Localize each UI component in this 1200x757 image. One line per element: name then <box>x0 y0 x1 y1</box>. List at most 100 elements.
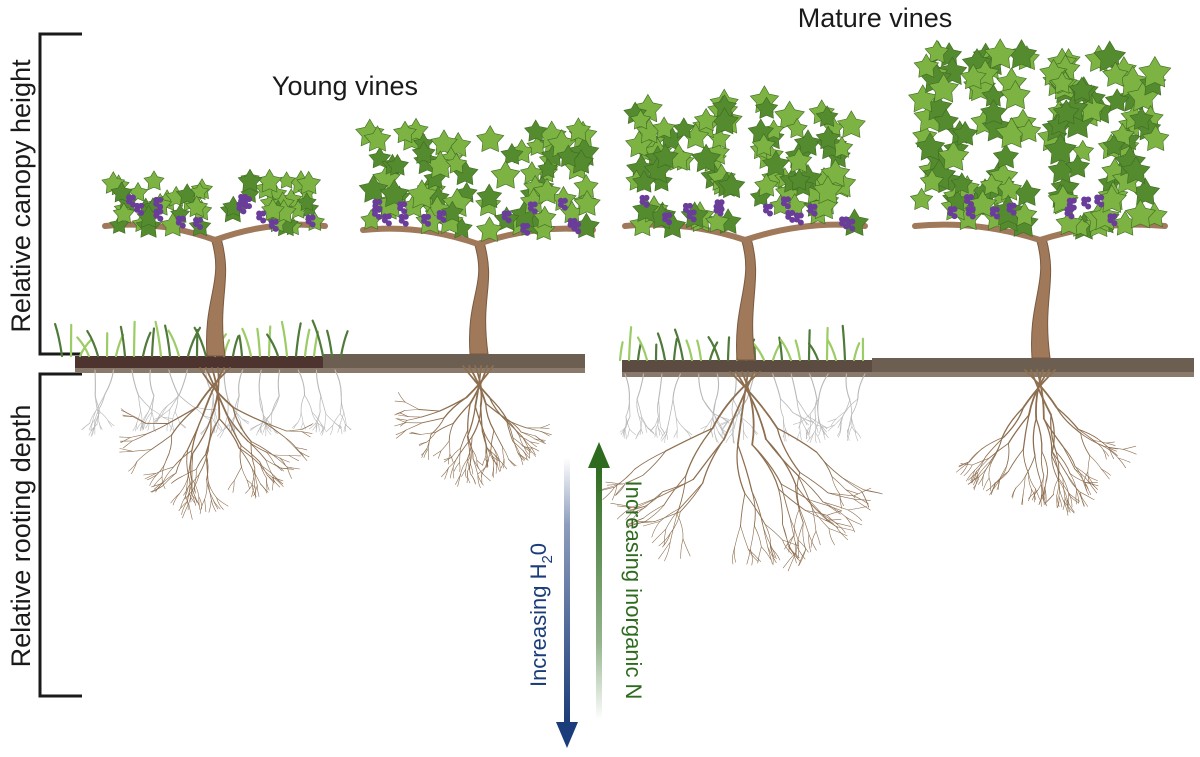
root-branch <box>530 446 540 452</box>
root-branch <box>797 539 809 553</box>
root-branch <box>1055 406 1079 430</box>
root-branch <box>660 431 667 440</box>
root-branch <box>958 461 970 468</box>
root-branch <box>776 427 801 474</box>
grape-berry <box>309 214 316 221</box>
root-branch <box>1093 440 1104 451</box>
root-branch <box>311 412 321 424</box>
root-branch <box>94 409 99 420</box>
root-branch <box>286 466 292 479</box>
root-branch <box>297 411 302 423</box>
grass-blade <box>707 336 721 362</box>
root-branch <box>1032 417 1037 457</box>
grape-berry <box>686 209 693 216</box>
root-branch <box>602 486 615 500</box>
root-branch <box>853 487 872 497</box>
grape-berry <box>951 206 958 213</box>
root-branch <box>624 373 630 401</box>
root-branch <box>676 513 684 540</box>
vine-leaf <box>490 160 521 189</box>
root-branch <box>159 405 168 415</box>
root-branch <box>524 447 529 455</box>
vine-leaf <box>1104 88 1130 112</box>
root-branch <box>204 499 207 512</box>
root-branch <box>418 409 441 412</box>
root-branch <box>238 369 244 397</box>
root-branch <box>702 438 725 484</box>
root-branch <box>339 412 345 425</box>
root-branch <box>192 495 196 506</box>
root-branch <box>822 514 834 524</box>
root-branch <box>711 371 761 430</box>
root-branch <box>172 411 176 424</box>
root-branch <box>540 427 550 429</box>
root-branch <box>1122 445 1137 450</box>
root-branch <box>973 476 980 489</box>
root-branch <box>657 399 659 417</box>
root-branch <box>651 521 661 538</box>
root-branch <box>633 506 647 513</box>
root-branch <box>474 405 485 432</box>
grape-berry <box>425 213 432 220</box>
vine-leaf <box>411 140 436 164</box>
grape-berry <box>784 196 791 203</box>
root-branch <box>240 445 261 463</box>
vine-leaf <box>785 147 813 173</box>
grape-berry <box>505 217 512 224</box>
root-branch <box>300 422 304 430</box>
water-label: Increasing H20 <box>526 543 556 687</box>
root-branch <box>522 450 530 458</box>
root-branch <box>999 465 1008 480</box>
root-branch <box>675 417 678 431</box>
root-branch <box>767 547 773 564</box>
rooting-axis-label: Relative rooting depth <box>6 405 36 668</box>
root-branch <box>804 510 826 521</box>
vine-trunk <box>736 237 757 361</box>
vine-leaf <box>924 39 950 64</box>
root-branch <box>837 420 842 428</box>
root-branch <box>519 454 524 465</box>
root-branch <box>990 482 996 495</box>
root-branch <box>847 509 863 521</box>
root-branch <box>1007 448 1024 472</box>
grape-berry <box>385 213 392 220</box>
root-branch <box>801 413 811 422</box>
grape-berry <box>179 222 186 229</box>
root-branch <box>626 517 644 525</box>
root-branch <box>502 446 505 460</box>
root-branch <box>247 440 268 453</box>
grass-blade <box>86 329 100 358</box>
vine-leaf <box>1129 106 1154 130</box>
root-branch <box>1080 432 1105 447</box>
grape-berry <box>789 216 796 223</box>
root-branch <box>815 432 821 444</box>
root-branch <box>828 528 835 546</box>
root-branch <box>809 432 815 443</box>
root-branch <box>153 476 163 487</box>
root-branch <box>1103 445 1124 450</box>
root-branch <box>525 427 542 432</box>
root-branch <box>1055 406 1082 434</box>
grape-berry <box>401 208 408 215</box>
root-branch <box>309 422 317 430</box>
root-branch <box>1082 479 1088 491</box>
root-branch <box>1074 466 1089 477</box>
root-branch <box>807 415 817 426</box>
root-branch <box>715 373 720 401</box>
root-branch <box>466 405 476 438</box>
root-branch <box>1011 487 1017 498</box>
root-branch <box>218 423 223 432</box>
root-branch <box>517 452 525 461</box>
root-branch <box>274 464 283 471</box>
root-branch <box>743 429 748 439</box>
root-branch <box>663 528 667 546</box>
root-branch <box>778 488 806 511</box>
grass-blade <box>150 327 156 358</box>
root-branch <box>799 471 829 494</box>
root-branch <box>485 402 495 432</box>
root-branch <box>280 467 294 470</box>
root-branch <box>853 495 869 505</box>
grass-blade <box>825 326 829 362</box>
grape-berry <box>531 208 538 215</box>
root-branch <box>751 444 780 490</box>
